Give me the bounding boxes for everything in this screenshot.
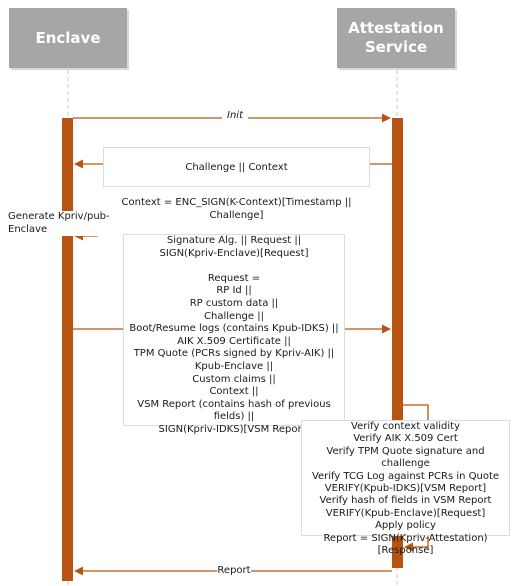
challenge-line-2: Context = ENC_SIGN(K-Context)[Timestamp …: [121, 197, 352, 221]
enclave-activation-bar: [62, 118, 73, 581]
attestation-service-actor: Attestation Service: [337, 8, 455, 68]
init-message-label: Init: [222, 110, 248, 123]
generate-key-label: Generate Kpriv/pub-Enclave: [8, 211, 140, 237]
enclave-actor: Enclave: [9, 8, 127, 68]
attestation-activation-bar: [392, 118, 403, 568]
challenge-message-label: Challenge || Context Context = ENC_SIGN(…: [103, 147, 370, 221]
challenge-line-1: Challenge || Context: [185, 162, 288, 173]
request-message-label: Signature Alg. || Request || SIGN(Kpriv-…: [123, 234, 345, 435]
report-message-label: Report: [217, 565, 251, 578]
verify-steps-label: Verify context validity Verify AIK X.509…: [301, 420, 510, 556]
